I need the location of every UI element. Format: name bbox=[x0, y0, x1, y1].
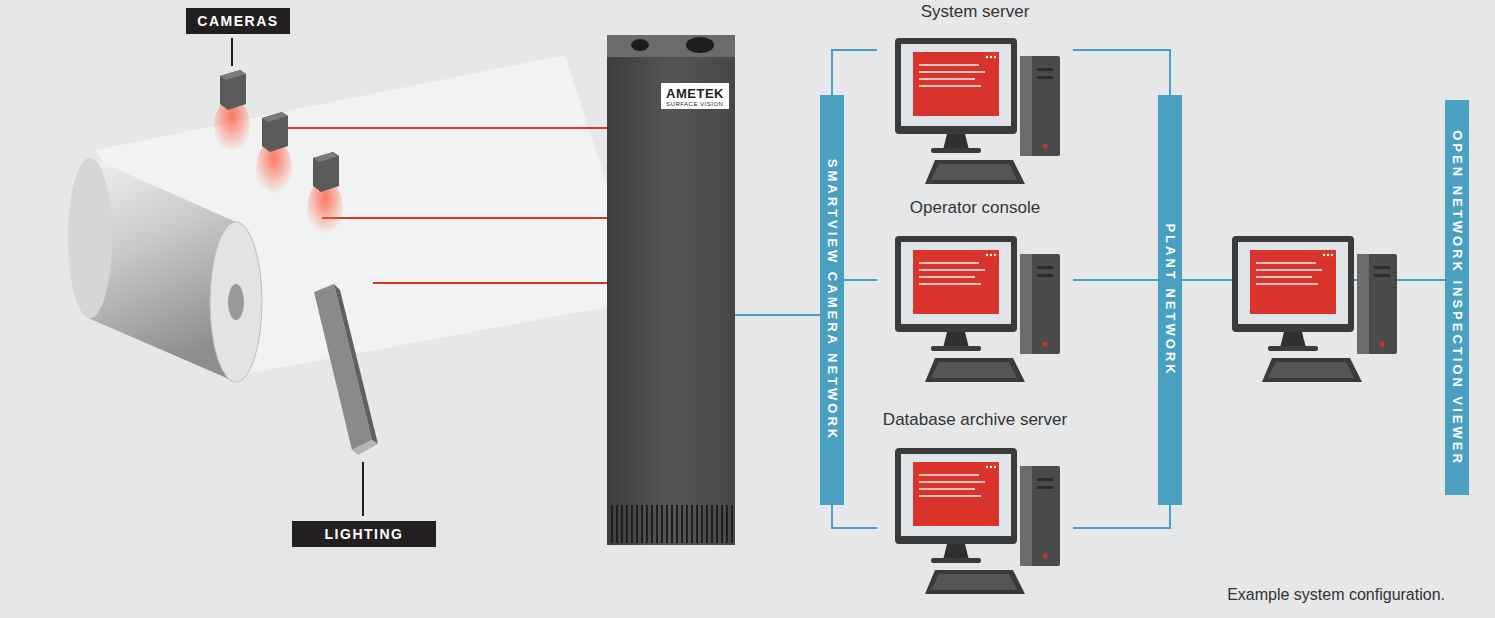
computer: System server bbox=[877, 2, 1073, 187]
processor-tower: AMETEKSURFACE VISION bbox=[607, 35, 735, 545]
network-link bbox=[1073, 279, 1158, 281]
network-link bbox=[832, 505, 877, 528]
network-label: SMARTVIEW CAMERA NETWORK bbox=[825, 159, 840, 441]
computer: Database archive server bbox=[877, 410, 1073, 615]
network-band: OPEN NETWORK INSPECTION VIEWER bbox=[1445, 100, 1469, 495]
callout-tag: CAMERAS bbox=[186, 8, 290, 34]
computer-label: Database archive server bbox=[877, 410, 1073, 430]
logo-sticker: AMETEKSURFACE VISION bbox=[661, 83, 729, 109]
network-link bbox=[1073, 50, 1170, 95]
computer-label: System server bbox=[877, 2, 1073, 22]
computer-label: Operator console bbox=[877, 198, 1073, 218]
network-link bbox=[735, 314, 820, 316]
network-link bbox=[832, 50, 877, 95]
network-link bbox=[844, 279, 877, 281]
callout-label: LIGHTING bbox=[325, 526, 404, 542]
callout-label: CAMERAS bbox=[197, 13, 278, 29]
network-link bbox=[1073, 505, 1170, 528]
network-band: SMARTVIEW CAMERA NETWORK bbox=[820, 95, 844, 505]
network-band: PLANT NETWORK bbox=[1158, 95, 1182, 505]
network-label: PLANT NETWORK bbox=[1163, 223, 1178, 376]
network-label: OPEN NETWORK INSPECTION VIEWER bbox=[1450, 130, 1465, 466]
callout-tag: LIGHTING bbox=[292, 521, 436, 547]
logo-text: AMETEK bbox=[666, 86, 724, 101]
caption: Example system configuration. bbox=[1227, 586, 1445, 604]
logo-subtext: SURFACE VISION bbox=[666, 101, 724, 107]
computer: Operator console bbox=[877, 198, 1073, 383]
